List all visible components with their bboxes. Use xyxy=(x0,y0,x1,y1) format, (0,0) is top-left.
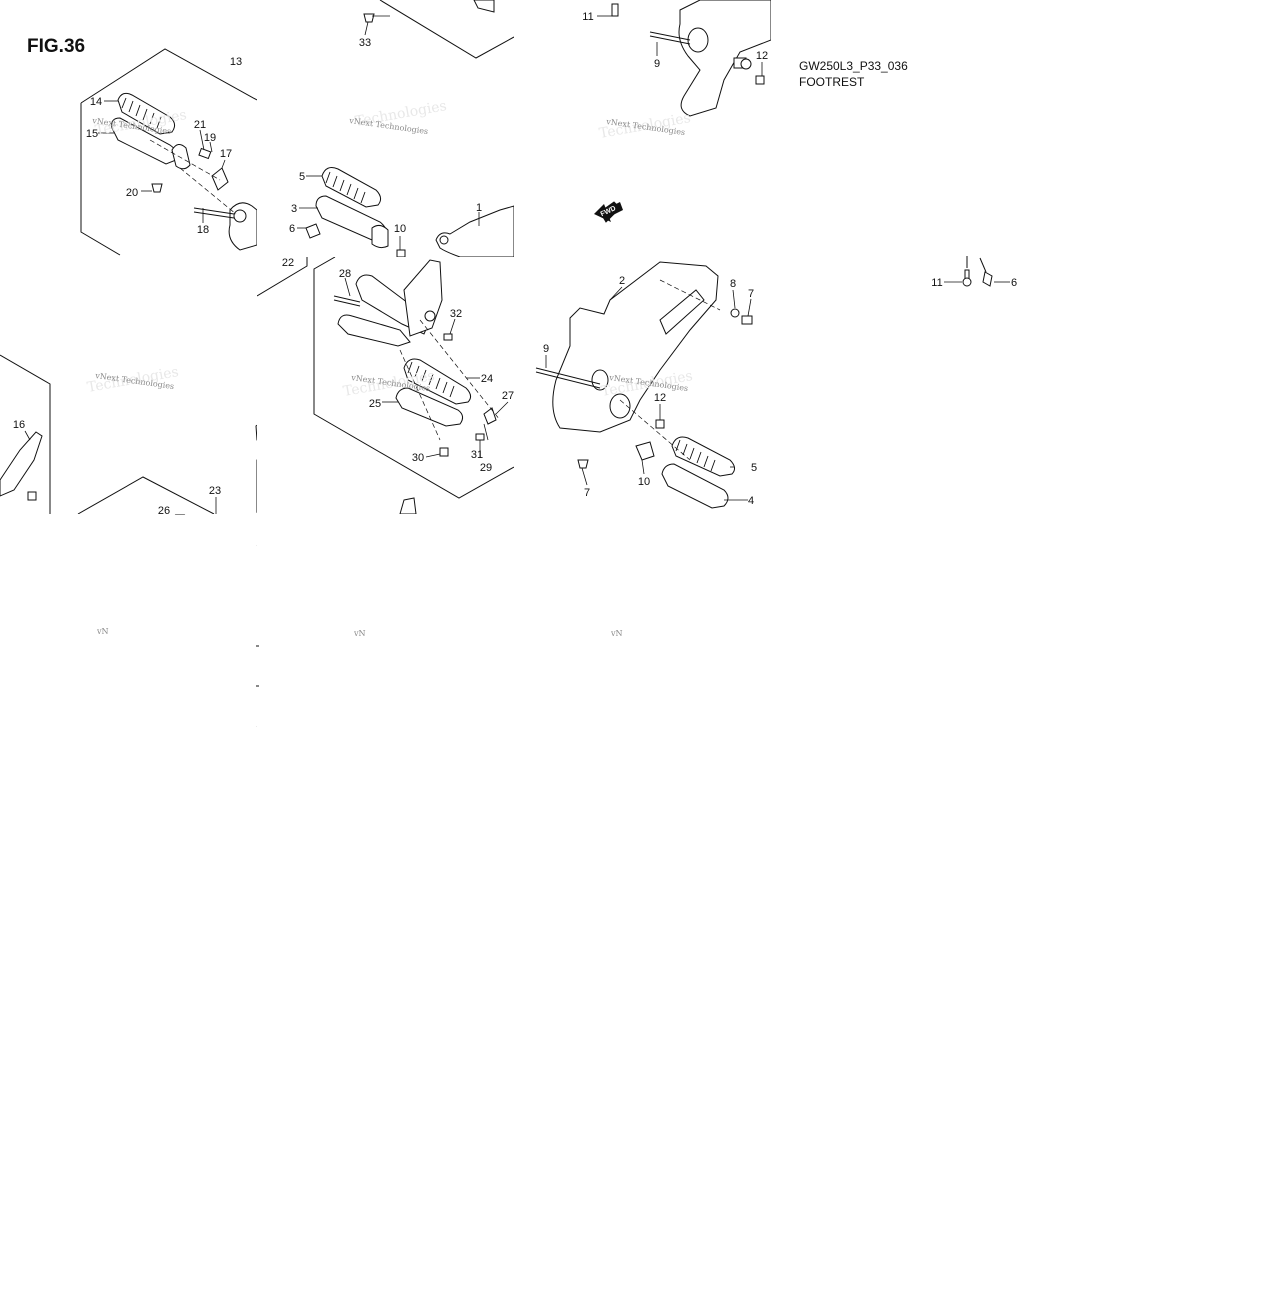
callout-24: 24 xyxy=(481,373,493,385)
callout-16: 16 xyxy=(13,419,25,431)
callout-12: 12 xyxy=(654,392,666,404)
callout-32: 32 xyxy=(450,308,462,320)
callout-23: 23 xyxy=(209,485,221,497)
callout-8: 8 xyxy=(730,278,736,290)
callout-30: 30 xyxy=(412,452,424,464)
callout-31: 31 xyxy=(471,449,483,461)
rider-footrest-right xyxy=(333,259,497,514)
callout-22: 22 xyxy=(282,257,294,269)
callout-2: 2 xyxy=(619,275,625,287)
assembly-boxes xyxy=(0,0,514,727)
callouts: 13 14 15 20 21 19 17 18 5 3 6 10 1 22 33… xyxy=(13,11,1017,517)
figure-title: FIG.36 xyxy=(27,36,86,57)
callout-25: 25 xyxy=(369,398,381,410)
callout-29: 29 xyxy=(480,462,492,474)
callout-15: 15 xyxy=(86,128,98,140)
callout-10-left: 10 xyxy=(394,223,406,235)
callout-19: 19 xyxy=(204,132,216,144)
callout-18: 18 xyxy=(197,224,209,236)
callout-13: 13 xyxy=(230,56,242,68)
callout-11-top: 11 xyxy=(582,11,593,23)
callout-6-left: 6 xyxy=(289,223,295,235)
rear-footrest-left xyxy=(111,92,257,251)
callout-11-loose: 11 xyxy=(931,277,942,289)
callout-17: 17 xyxy=(220,148,232,160)
callout-9: 9 xyxy=(543,343,549,355)
loose-fasteners xyxy=(256,256,993,687)
right-bracket-lower xyxy=(535,261,753,509)
fwd-arrow-icon xyxy=(594,202,623,222)
callout-4: 4 xyxy=(748,495,754,507)
watermark-fragment: vN xyxy=(353,629,366,638)
lower-assembly xyxy=(174,514,186,515)
callout-5-left: 5 xyxy=(299,171,305,183)
rider-footrest-left xyxy=(305,0,514,257)
callout-5-right: 5 xyxy=(751,462,757,474)
diagram-caption: FOOTREST xyxy=(799,75,865,89)
callout-20: 20 xyxy=(126,187,138,199)
callout-9-top: 9 xyxy=(654,58,660,70)
callout-27: 27 xyxy=(502,390,514,402)
callout-12-top: 12 xyxy=(756,50,768,62)
leader-lines xyxy=(24,15,1010,514)
callout-3: 3 xyxy=(291,203,297,215)
diagram-code: GW250L3_P33_036 xyxy=(799,59,908,73)
callout-10-right: 10 xyxy=(638,476,650,488)
watermark-fragment: vN xyxy=(96,627,109,636)
callout-6-loose: 6 xyxy=(1011,277,1017,289)
callout-7-lower: 7 xyxy=(584,487,590,499)
callout-33: 33 xyxy=(359,37,371,49)
callout-26: 26 xyxy=(158,505,170,517)
rear-footrest-right xyxy=(0,424,257,513)
callout-1: 1 xyxy=(476,202,482,214)
callout-28: 28 xyxy=(339,268,351,280)
callout-7-right: 7 xyxy=(748,288,754,300)
watermark-fragment: vN xyxy=(610,629,623,638)
callout-14: 14 xyxy=(90,96,102,108)
assembly-dashed-lines xyxy=(149,139,721,461)
callout-21: 21 xyxy=(194,119,206,131)
